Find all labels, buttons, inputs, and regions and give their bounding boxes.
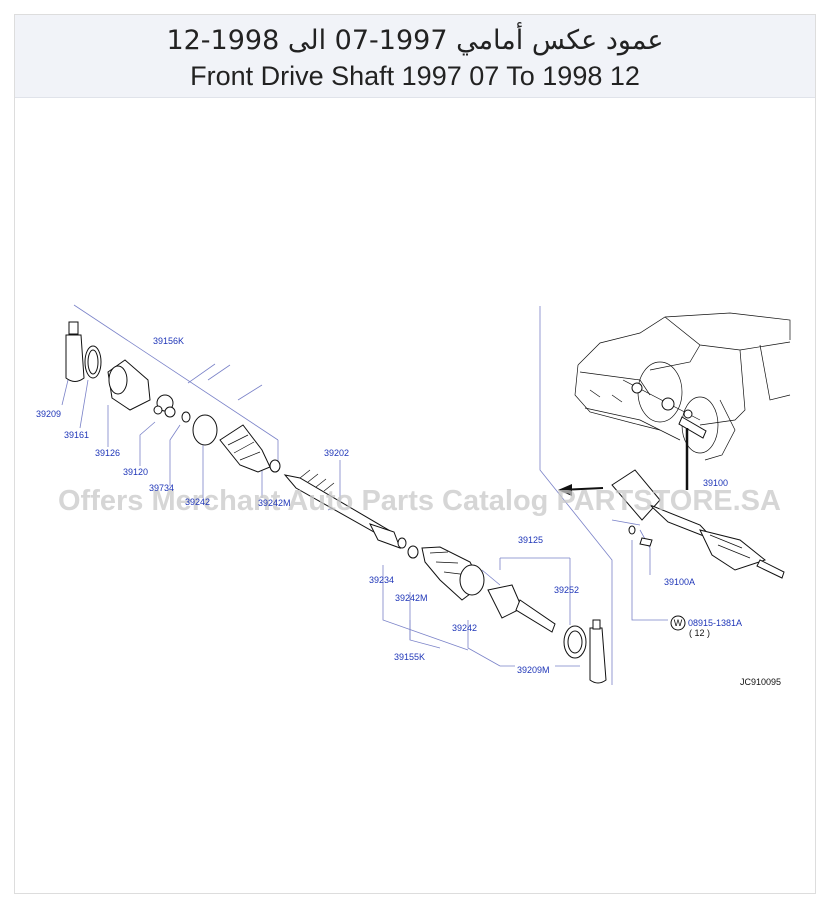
page-header: عمود عكس أمامي 1997-07 الى 1998-12 Front… — [15, 15, 815, 98]
vehicle-illustration — [558, 312, 791, 496]
label-39161[interactable]: 39161 — [64, 430, 89, 440]
watermark-text: Offers Merchant Auto Parts Catalog PARTS… — [58, 485, 781, 517]
label-39234[interactable]: 39234 — [369, 575, 394, 585]
label-39100A[interactable]: 39100A — [664, 577, 695, 587]
label-08915-1381A[interactable]: 08915-1381A — [688, 618, 742, 628]
label-39242M-right[interactable]: 39242M — [395, 593, 428, 603]
washer-mark: W — [674, 618, 683, 628]
center-shaft — [283, 469, 401, 549]
label-39100[interactable]: 39100 — [703, 478, 728, 488]
part-labels: 39156K 39209 39161 39126 39120 39734 392… — [36, 336, 781, 687]
right-joint-parts — [397, 537, 607, 684]
title-arabic: عمود عكس أمامي 1997-07 الى 1998-12 — [166, 25, 664, 56]
assembled-drive-shaft: W — [611, 469, 785, 631]
label-39202[interactable]: 39202 — [324, 448, 349, 458]
diagram-code: JC910095 — [740, 677, 781, 687]
label-39242-left[interactable]: 39242 — [185, 497, 210, 507]
left-joint-parts — [65, 321, 281, 473]
label-39125[interactable]: 39125 — [518, 535, 543, 545]
label-39209M[interactable]: 39209M — [517, 665, 550, 675]
label-39155K[interactable]: 39155K — [394, 652, 425, 662]
diagram-frame: عمود عكس أمامي 1997-07 الى 1998-12 Front… — [14, 14, 816, 894]
label-39156K[interactable]: 39156K — [153, 336, 184, 346]
label-39242M-left[interactable]: 39242M — [258, 498, 291, 508]
label-quantity: ( 12 ) — [689, 628, 710, 638]
label-39126[interactable]: 39126 — [95, 448, 120, 458]
title-english: Front Drive Shaft 1997 07 To 1998 12 — [190, 61, 640, 91]
label-39734[interactable]: 39734 — [149, 483, 174, 493]
label-39242-right[interactable]: 39242 — [452, 623, 477, 633]
label-39120[interactable]: 39120 — [123, 467, 148, 477]
label-39209[interactable]: 39209 — [36, 409, 61, 419]
label-39252[interactable]: 39252 — [554, 585, 579, 595]
leader-lines — [61, 304, 668, 685]
